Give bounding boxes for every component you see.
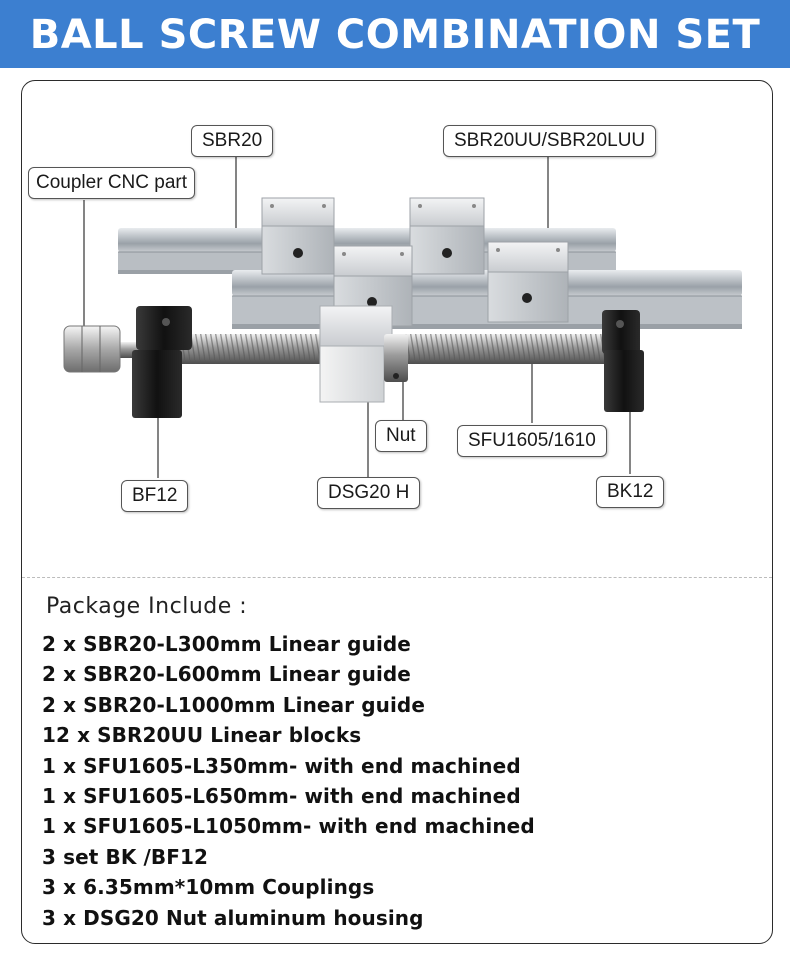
label-sbr20uu: SBR20UU/SBR20LUU [443,125,657,157]
section-divider [22,577,772,578]
list-item: 1 x SFU1605-L1050mm- with end machined [42,814,535,839]
linear-block-1 [261,197,335,275]
list-item: 2 x SBR20-L600mm Linear guide [42,662,411,687]
page-title: BALL SCREW COMBINATION SET [29,12,761,58]
package-list: 2 x SBR20-L300mm Linear guide 2 x SBR20-… [42,629,535,933]
list-item: 1 x SFU1605-L350mm- with end machined [42,753,521,778]
list-item: 2 x SBR20-L300mm Linear guide [42,632,411,656]
list-item: 3 x 6.35mm*10mm Couplings [42,875,375,900]
package-title: Package Include : [46,594,248,619]
header-banner [0,0,790,68]
label-sbr20: SBR20 [191,125,274,157]
label-nut: Nut [375,420,427,452]
label-coupler: Coupler CNC part [28,167,195,199]
label-sfu: SFU1605/1610 [457,425,607,457]
bk12-support [602,310,644,412]
list-item: 12 x SBR20UU Linear blocks [42,723,362,748]
linear-block-2 [409,197,485,275]
product-illustration [63,156,742,478]
bf12-support [132,306,192,418]
front-rail [232,270,742,329]
dsg20-nut-housing [319,305,408,403]
list-item: 3 x DSG20 Nut aluminum housing [42,905,424,930]
list-item: 2 x SBR20-L1000mm Linear guide [42,692,425,717]
label-dsg: DSG20 H [317,477,421,509]
list-item: 1 x SFU1605-L650mm- with end machined [42,783,521,808]
list-item: 3 set BK /BF12 [42,844,209,869]
label-bk12: BK12 [596,476,665,508]
product-card [21,80,773,944]
coupler [63,325,121,373]
linear-block-4 [487,241,569,323]
label-bf12: BF12 [121,480,189,512]
